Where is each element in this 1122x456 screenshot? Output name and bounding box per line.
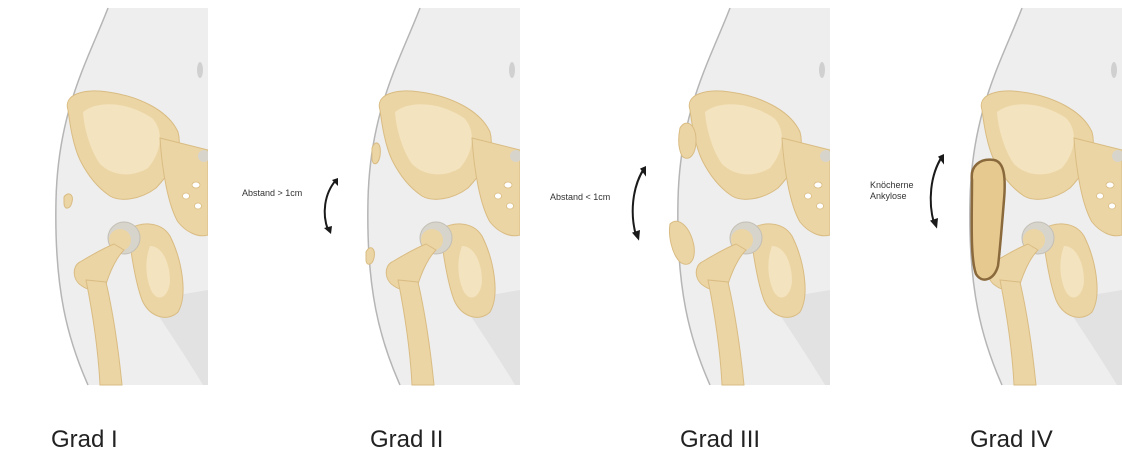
hip-illustration-grad-3: [650, 0, 830, 400]
hip-illustration-grad-1: [28, 0, 208, 400]
annotation-line-2: Ankylose: [870, 191, 914, 202]
annotation-grad-4: Knöcherne Ankylose: [870, 180, 914, 202]
panel-grad-3: [650, 0, 830, 400]
panel-grad-4: [942, 0, 1122, 400]
double-arrow-icon: [628, 166, 650, 246]
double-arrow-icon: [320, 178, 342, 238]
bony-ankylosis: [972, 160, 1005, 280]
heterotopic-ossification-upper: [679, 123, 696, 158]
annotation-grad-2: Abstand > 1cm: [242, 188, 302, 199]
grade-label-4: Grad IV: [970, 426, 1053, 454]
annotation-grad-3: Abstand < 1cm: [550, 192, 610, 203]
hip-illustration-grad-4: [942, 0, 1122, 400]
grade-label-2: Grad II: [370, 426, 443, 454]
grade-label-1: Grad I: [51, 426, 118, 454]
annotation-line-1: Knöcherne: [870, 180, 914, 191]
panel-grad-2: [340, 0, 520, 400]
hip-illustration-grad-2: [340, 0, 520, 400]
grade-label-3: Grad III: [680, 426, 760, 454]
panel-grad-1: [28, 0, 208, 400]
